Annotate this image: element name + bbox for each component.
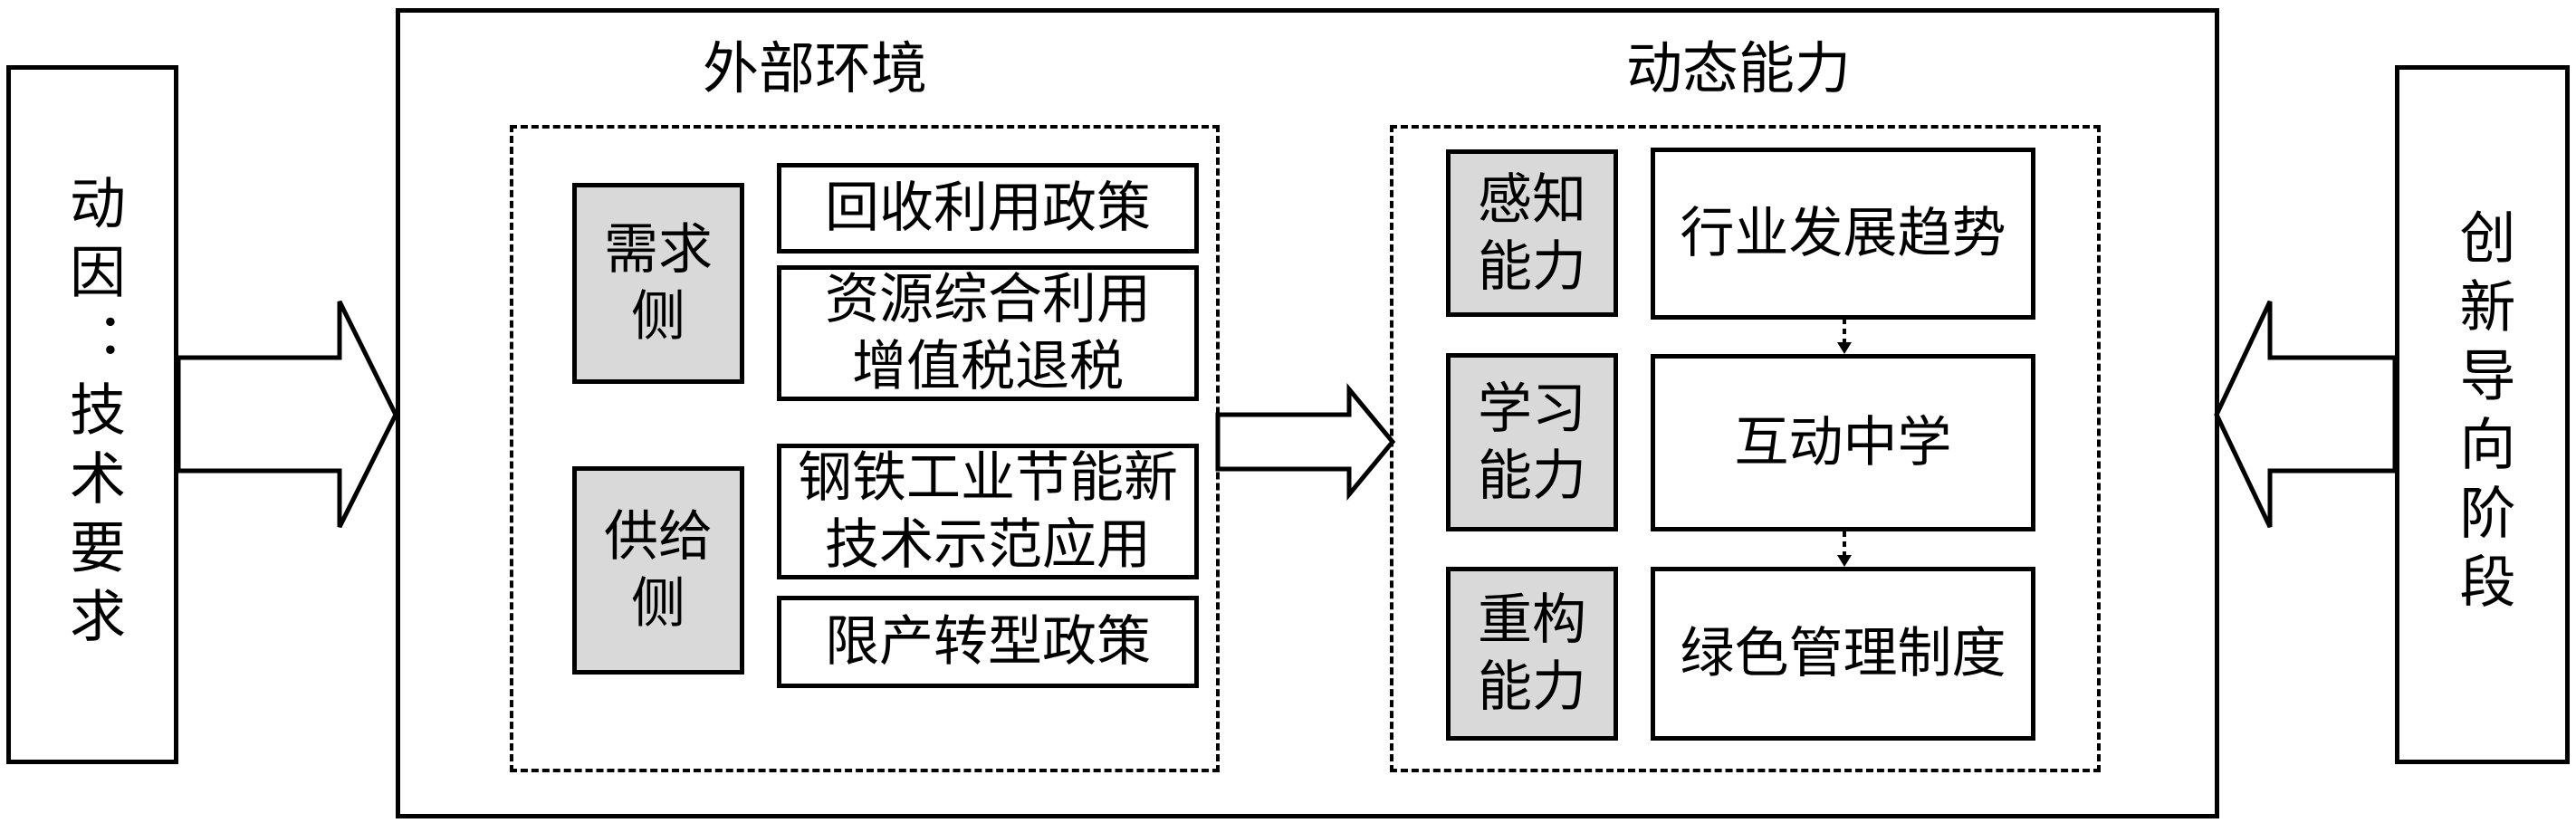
driver-panel: 动因：技术要求 — [6, 65, 178, 764]
external-environment-title: 外部环境 — [702, 35, 927, 101]
dynamic-capability-title: 动态能力 — [1625, 35, 1851, 101]
right-input-arrow — [2214, 300, 2398, 529]
sensing-capability-box: 感知 能力 — [1446, 149, 1618, 317]
middle-flow-arrow — [1215, 383, 1396, 501]
demand-side-box: 需求 侧 — [572, 183, 744, 384]
demand-item-tax-refund: 资源综合利用 增值税退税 — [777, 265, 1199, 401]
interactive-learning-box: 互动中学 — [1651, 354, 2035, 531]
flow-arrowhead-2-3 — [1837, 555, 1852, 567]
flow-arrowhead-1-2 — [1837, 342, 1852, 354]
supply-item-energy-saving-tech: 钢铁工业节能新 技术示范应用 — [777, 444, 1199, 579]
industry-trend-box: 行业发展趋势 — [1651, 148, 2035, 320]
left-input-arrow — [176, 300, 398, 529]
reconfiguration-capability-box: 重构 能力 — [1446, 567, 1618, 741]
demand-item-recycling-policy: 回收利用政策 — [777, 163, 1199, 254]
learning-capability-box: 学习 能力 — [1446, 353, 1618, 531]
innovation-stage-panel: 创新导向阶段 — [2395, 65, 2570, 764]
green-management-box: 绿色管理制度 — [1651, 567, 2035, 741]
demand-side-label: 需求 侧 — [604, 218, 713, 349]
supply-item-production-limit-policy: 限产转型政策 — [777, 596, 1199, 688]
supply-side-label: 供给 侧 — [604, 505, 713, 636]
supply-side-box: 供给 侧 — [572, 466, 744, 675]
innovation-stage-label: 创新导向阶段 — [2449, 208, 2516, 621]
external-environment-group — [510, 125, 1220, 772]
driver-label: 动因：技术要求 — [60, 174, 126, 656]
main-frame — [396, 8, 2219, 818]
dynamic-capability-group — [1390, 125, 2101, 772]
